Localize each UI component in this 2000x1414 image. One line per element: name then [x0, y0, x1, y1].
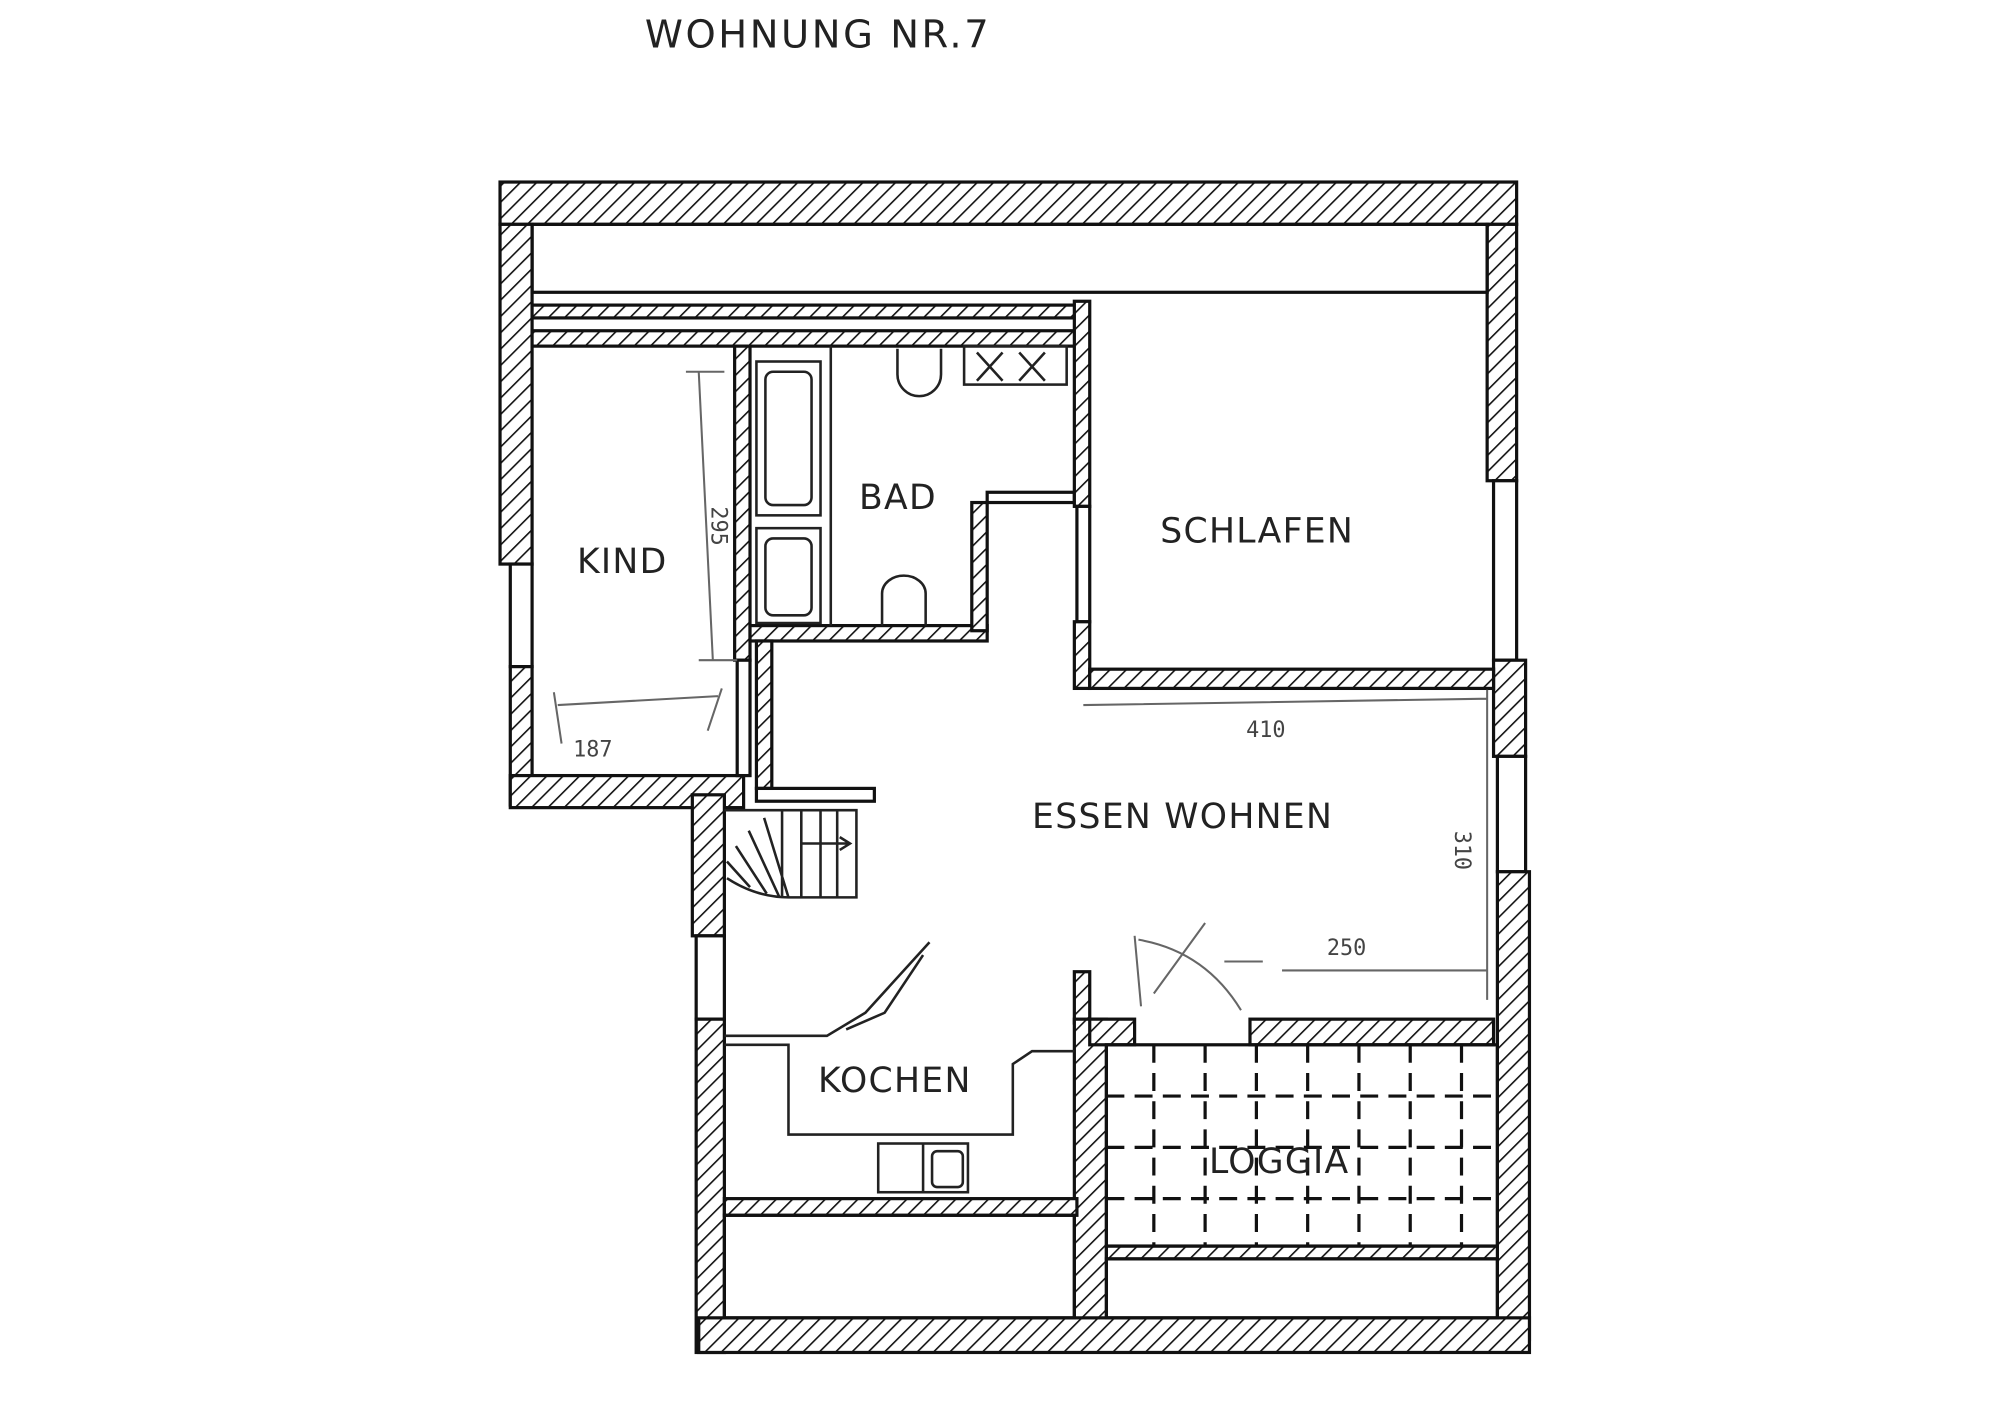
dim-wohnen-depth: 310	[1449, 831, 1474, 870]
room-label-kind: KIND	[577, 542, 668, 582]
pencil-annotations	[552, 370, 1489, 1011]
plan-title: WOHNUNG NR.7	[645, 12, 991, 57]
dimension-notes: 295 187 410 310 250	[573, 506, 1474, 961]
kitchen-counter	[724, 1043, 1075, 1136]
room-label-bad: BAD	[859, 478, 937, 518]
room-label-kochen: KOCHEN	[818, 1061, 972, 1101]
fixtures	[530, 222, 1500, 1320]
dim-kind-length: 295	[706, 506, 731, 545]
room-label-essen-wohnen: ESSEN WOHNEN	[1032, 797, 1333, 837]
room-label-schlafen: SCHLAFEN	[1160, 511, 1354, 551]
dim-wohnen-partial: 250	[1327, 936, 1366, 961]
walls	[498, 180, 1532, 1355]
bathtub	[755, 360, 822, 517]
staircase	[724, 808, 858, 899]
washbasin	[880, 574, 927, 626]
shower-tray	[755, 526, 822, 625]
dim-kind-width: 187	[573, 737, 612, 762]
room-label-loggia: LOGGIA	[1209, 1142, 1350, 1182]
room-labels: KIND BAD SCHLAFEN ESSEN WOHNEN KOCHEN LO…	[577, 478, 1354, 1182]
dim-wohnen-width: 410	[1246, 718, 1285, 743]
loggia-tiles	[1104, 1043, 1500, 1248]
toilet	[896, 348, 943, 398]
